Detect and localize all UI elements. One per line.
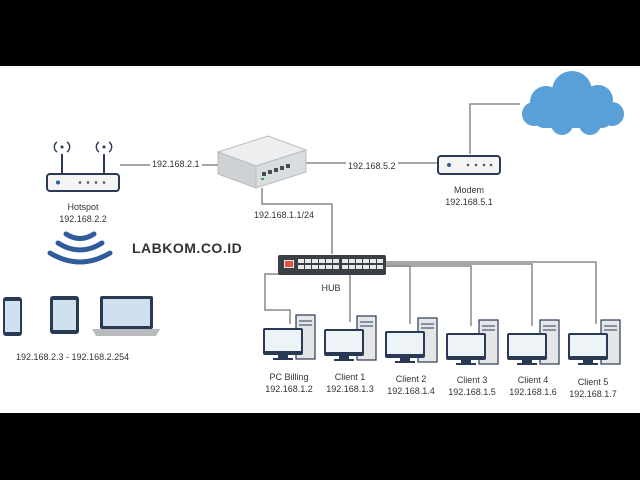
- pc-name: PC Billing: [269, 372, 309, 382]
- pc-label: Client 2 192.168.1.4: [387, 373, 435, 397]
- pc-name: Client 3: [456, 375, 488, 385]
- pc-ip: 192.168.1.5: [448, 387, 496, 397]
- pc-ip: 192.168.1.6: [509, 387, 557, 397]
- link-ip-router-hub: 192.168.1.1/24: [252, 210, 317, 220]
- phone-icon: [3, 297, 22, 336]
- pc-label: Client 3 192.168.1.5: [448, 374, 496, 398]
- pc-name: Client 5: [577, 377, 609, 387]
- pc-name: Client 2: [395, 374, 427, 384]
- wifi-signal-icon: [47, 231, 113, 265]
- desktop-pc-icon: [568, 319, 621, 365]
- desktop-pc-icon: [507, 319, 560, 365]
- mikrotik-router-icon: [216, 135, 308, 189]
- client-ip-range: 192.168.2.3 - 192.168.2.254: [14, 352, 132, 362]
- modem-icon: [437, 155, 501, 175]
- desktop-pc-icon: [385, 317, 438, 363]
- laptop-icon: [92, 296, 160, 336]
- pc-ip: 192.168.1.2: [265, 384, 313, 394]
- desktop-pc-icon: [263, 314, 316, 360]
- pc-ip: 192.168.1.7: [569, 389, 617, 399]
- brand-logo-text: LABKOM.CO.ID: [132, 240, 243, 256]
- link-ip-router-hotspot: 192.168.2.1: [150, 159, 202, 169]
- diagram-drawing: [3, 71, 624, 365]
- pc-icons: [263, 314, 621, 365]
- connection-lines: [120, 103, 597, 326]
- pc-ip: 192.168.1.4: [387, 386, 435, 396]
- hotspot-name: Hotspot: [67, 202, 99, 212]
- pc-ip: 192.168.1.3: [326, 384, 374, 394]
- hub-switch-icon: [278, 255, 386, 275]
- hotspot-label: Hotspot 192.168.2.2: [59, 201, 107, 225]
- network-diagram: LABKOM.CO.ID Hotspot 192.168.2.2 Modem 1…: [0, 66, 640, 413]
- modem-name: Modem: [453, 185, 485, 195]
- hotspot-router-icon: [46, 141, 120, 192]
- pc-label: PC Billing 192.168.1.2: [265, 371, 313, 395]
- pc-name: Client 1: [334, 372, 366, 382]
- pc-name: Client 4: [517, 375, 549, 385]
- pc-label: Client 4 192.168.1.6: [509, 374, 557, 398]
- tablet-icon: [50, 296, 79, 334]
- desktop-pc-icon: [324, 315, 377, 361]
- modem-ip: 192.168.5.1: [445, 197, 493, 207]
- hub-label: HUB: [321, 283, 341, 293]
- modem-label: Modem 192.168.5.1: [445, 184, 493, 208]
- link-ip-router-modem: 192.168.5.2: [346, 161, 398, 171]
- pc-label: Client 5 192.168.1.7: [569, 376, 617, 400]
- internet-cloud-icon: [522, 71, 624, 135]
- hotspot-ip: 192.168.2.2: [59, 214, 107, 224]
- pc-label: Client 1 192.168.1.3: [326, 371, 374, 395]
- desktop-pc-icon: [446, 319, 499, 365]
